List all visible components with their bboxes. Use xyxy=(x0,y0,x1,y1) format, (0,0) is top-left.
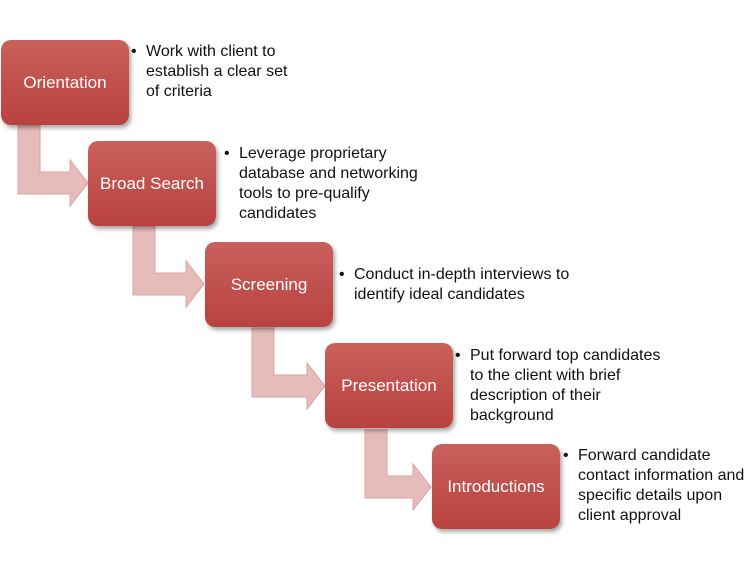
step-screening: Screening xyxy=(205,242,333,327)
step-description-broad-search: • Leverage proprietary database and netw… xyxy=(224,144,444,224)
bullet-icon: • xyxy=(131,43,137,60)
description-text: Work with client to establish a clear se… xyxy=(146,43,288,100)
connector-arrow-4 xyxy=(364,429,432,512)
connector-arrow-3 xyxy=(251,327,326,411)
step-label: Introductions xyxy=(447,476,545,496)
bullet-icon: • xyxy=(339,266,345,283)
step-presentation: Presentation xyxy=(325,343,453,428)
connector-arrow-1 xyxy=(17,124,89,208)
step-label: Presentation xyxy=(341,375,437,395)
step-introductions: Introductions xyxy=(432,444,560,529)
step-label: Orientation xyxy=(23,72,107,92)
bullet-icon: • xyxy=(455,347,461,364)
step-label: Broad Search xyxy=(100,173,204,193)
description-text: Conduct in-depth interviews to identify … xyxy=(354,266,570,303)
step-description-screening: • Conduct in-depth interviews to identif… xyxy=(339,265,611,305)
connector-arrow-2 xyxy=(132,225,205,309)
description-text: Leverage proprietary database and networ… xyxy=(239,145,418,222)
description-text: Put forward top candidates to the client… xyxy=(470,347,661,424)
step-description-orientation: • Work with client to establish a clear … xyxy=(131,42,291,102)
step-orientation: Orientation xyxy=(1,40,129,125)
bullet-icon: • xyxy=(224,145,230,162)
description-text: Forward candidate contact information an… xyxy=(578,447,745,524)
step-label: Screening xyxy=(230,274,308,294)
step-broad-search: Broad Search xyxy=(88,141,216,226)
bullet-icon: • xyxy=(563,447,569,464)
step-description-presentation: • Put forward top candidates to the clie… xyxy=(455,346,665,426)
step-description-introductions: • Forward candidate contact information … xyxy=(563,446,748,526)
